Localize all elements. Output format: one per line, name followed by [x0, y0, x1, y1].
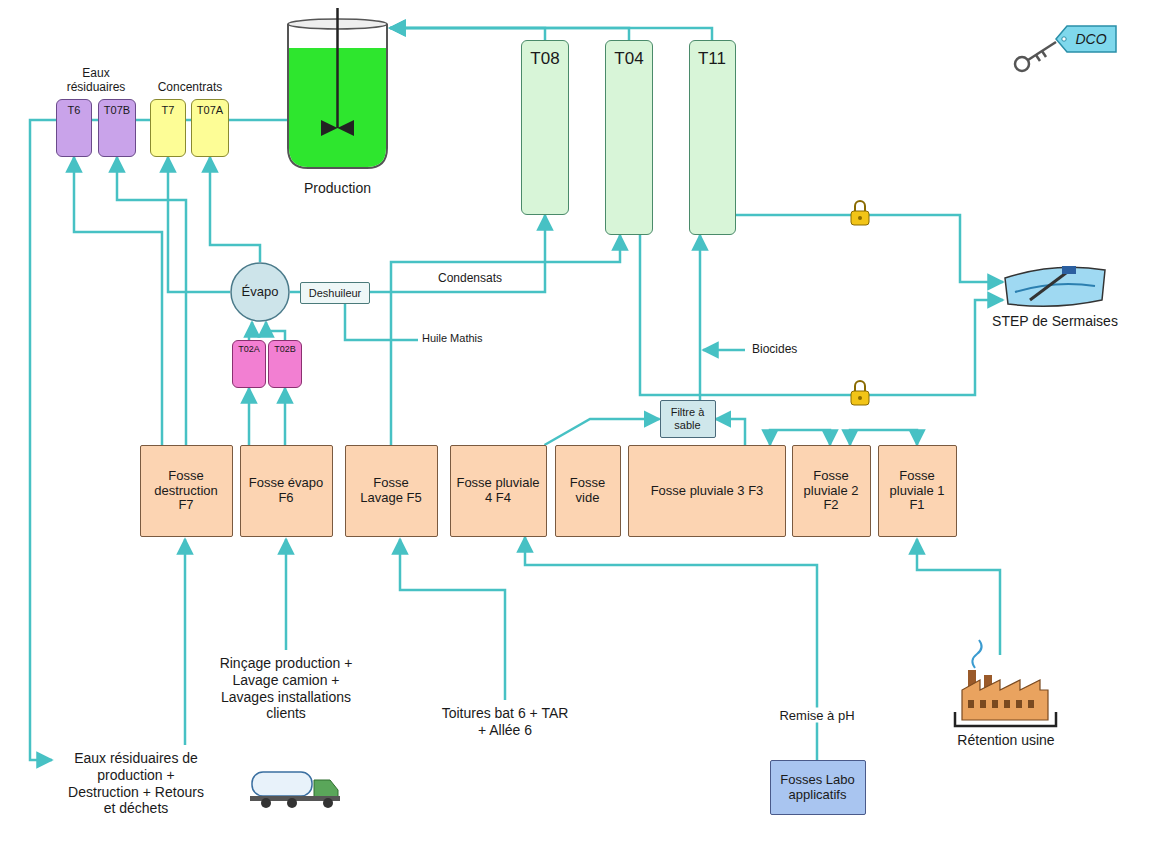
node-text: T02B: [274, 344, 296, 354]
pit-box: Fosse pluviale 1 F1: [878, 445, 957, 537]
flow-line: [345, 302, 418, 340]
node-text: T07B: [104, 104, 130, 117]
flow-connector: [391, 235, 620, 445]
flow-line: [734, 215, 1003, 282]
flow-line: [184, 539, 187, 745]
storage-tank: T02B: [268, 340, 302, 388]
flow-connector: [249, 322, 252, 340]
flow-connector: [525, 537, 817, 760]
node-text: Production: [304, 180, 371, 196]
flow-line: [285, 539, 288, 650]
storage-tank: T07A: [191, 99, 229, 157]
annotation-label: Rétention usine: [950, 732, 1062, 749]
node-text: T7: [162, 104, 175, 117]
pit-box: Fosse pluviale 2 F2: [792, 445, 871, 537]
storage-tank: T07B: [98, 99, 136, 157]
node-text: Fosses Labo applicatifs: [776, 773, 860, 803]
flow-line: [917, 539, 1000, 655]
flow-connector: [390, 28, 629, 40]
filter-box: Filtre à sable: [660, 400, 716, 438]
node-text: Fosse vide: [561, 476, 615, 506]
flow-line: [640, 235, 1003, 395]
flow-connector: [290, 291, 300, 294]
pit-box: Fosse destruction F7: [140, 445, 233, 537]
storage-tank: T04: [605, 40, 653, 235]
storage-tank: T02A: [232, 340, 266, 388]
flow-connector: [248, 388, 251, 445]
flow-connector: [390, 28, 545, 40]
production-tank: Production: [285, 8, 390, 198]
flow-connector: [168, 157, 230, 292]
annotation-label: Toitures bat 6 + TAR + Allée 6: [440, 705, 570, 739]
pit-box: Fosse vide: [555, 445, 621, 537]
node-text: Deshuileur: [309, 287, 362, 300]
storage-tank: T7: [150, 99, 186, 157]
node-text: Fosse destruction F7: [146, 469, 227, 514]
evaporator-circle: Évapo: [230, 262, 290, 322]
flow-connector: [210, 157, 260, 262]
flow-connector: [266, 322, 285, 340]
node-text: Fosse évapo F6: [246, 476, 327, 506]
node-text: T6: [68, 104, 81, 117]
pit-box: Fosse évapo F6: [240, 445, 333, 537]
flow-line: [703, 349, 745, 352]
annotation-label: STEP de Sermaises: [985, 313, 1125, 330]
node-text: Filtre à sable: [664, 406, 712, 431]
annotation-label: Biocides: [752, 342, 832, 356]
lab-pit-box: Fosses Labo applicatifs: [770, 760, 866, 815]
pit-box: Fosse pluviale 3 F3: [628, 445, 786, 537]
edge-label: Condensats: [435, 271, 505, 285]
annotation-label: Eaux résiduaires de production + Destruc…: [62, 750, 210, 817]
edge-label: Remise à pH: [776, 708, 857, 723]
flow-connector: [284, 388, 287, 445]
node-text: Évapo: [242, 285, 279, 300]
storage-tank: T11: [689, 40, 736, 235]
padlock-icon: [851, 201, 869, 225]
annotation-label: Huile Mathis: [422, 332, 512, 345]
flow-line: [400, 539, 505, 700]
flow-connector: [370, 215, 545, 292]
annotation-label: Concentrats: [146, 80, 234, 94]
flow-connector: [390, 28, 712, 40]
node-text: Fosse pluviale 3 F3: [651, 484, 764, 499]
pit-box: Fosse pluviale 4 F4: [450, 445, 547, 537]
node-text: Fosse Lavage F5: [351, 476, 432, 506]
node-text: Fosse pluviale 4 F4: [456, 476, 541, 506]
flow-connector: [545, 419, 660, 445]
annotation-label: Eaux résiduaires: [56, 66, 136, 95]
flow-connector: [716, 419, 746, 445]
pit-box: Fosse Lavage F5: [345, 445, 438, 537]
flow-connector: [770, 430, 830, 445]
padlock-icon: [851, 381, 869, 405]
flow-connector: [699, 235, 702, 400]
node-text: T08: [530, 49, 559, 69]
flow-connector: [850, 430, 917, 445]
tanker-truck-icon: [250, 772, 340, 808]
flow-connector: [117, 157, 186, 445]
node-text: Fosse pluviale 2 F2: [798, 469, 865, 514]
storage-tank: T6: [56, 99, 92, 157]
node-text: T11: [698, 49, 726, 69]
node-text: T02A: [238, 344, 260, 354]
treatment-basin-icon: [1005, 266, 1105, 306]
process-box: Deshuileur: [300, 282, 370, 304]
node-text: Fosse pluviale 1 F1: [884, 469, 951, 514]
factory-icon: [955, 640, 1056, 726]
node-text: DCO: [1075, 31, 1106, 47]
node-text: T04: [614, 49, 643, 69]
annotation-label: Rinçage production + Lavage camion + Lav…: [212, 655, 360, 722]
key-icon: [1015, 42, 1056, 71]
key-tag: DCO: [1055, 25, 1117, 53]
node-text: T07A: [197, 104, 223, 117]
tank-outline: [285, 8, 390, 198]
storage-tank: T08: [521, 40, 569, 215]
